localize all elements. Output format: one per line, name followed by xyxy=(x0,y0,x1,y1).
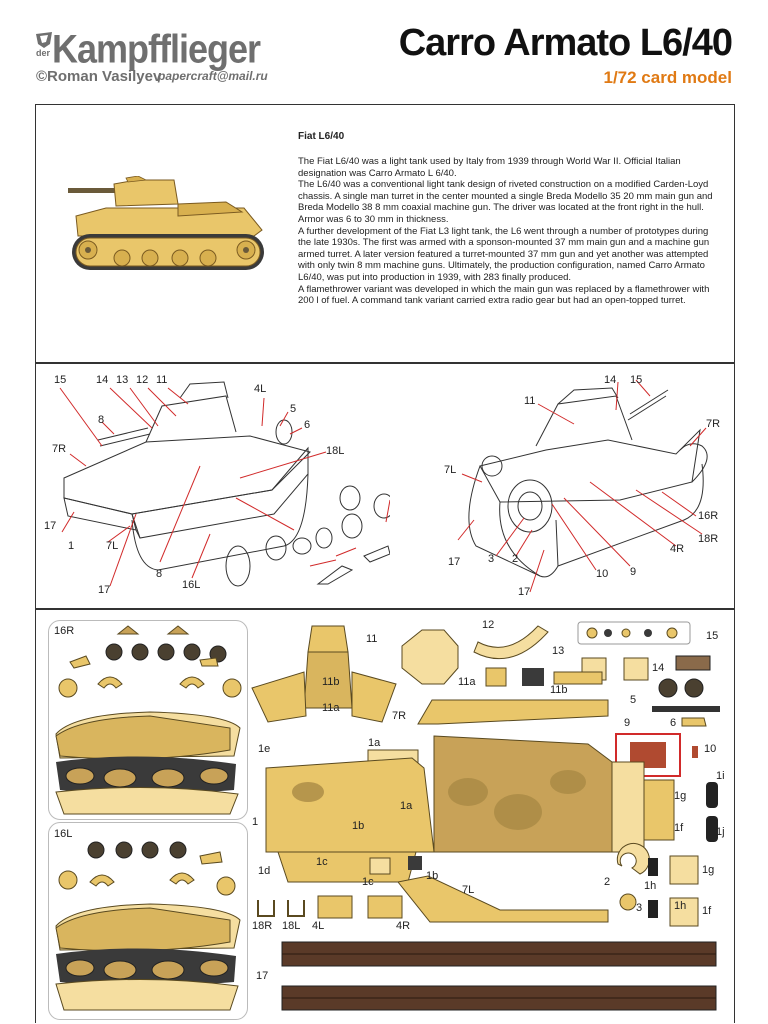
assembly-label: 17 xyxy=(44,520,57,532)
part-label: 11b xyxy=(550,684,568,696)
assembly-label: 12 xyxy=(136,374,149,386)
part-label: 1i xyxy=(716,770,725,782)
description-paragraph: A flamethrower variant was developed in … xyxy=(298,283,710,307)
kampfflieger-logo-emblem xyxy=(36,32,52,48)
hull-turret-parts xyxy=(251,621,720,1011)
part-label: 1c xyxy=(362,876,374,888)
part-label: 1h xyxy=(644,880,657,892)
part-label: 9 xyxy=(624,717,631,729)
assembly-label: 8 xyxy=(156,568,163,580)
page-title: Carro Armato L6/40 xyxy=(398,22,733,64)
part-label: 3 xyxy=(636,902,643,914)
part-label: 7R xyxy=(392,710,407,722)
part-label: 1d xyxy=(258,865,271,877)
part-label: 18R xyxy=(252,920,273,932)
assembly-label: 13 xyxy=(116,374,129,386)
assembly-label: 5 xyxy=(290,403,297,415)
part-label: 4L xyxy=(312,920,325,932)
track-side-parts xyxy=(55,625,242,1011)
assembly-label: 9 xyxy=(630,566,637,578)
description-paragraph: The Fiat L6/40 was a light tank used by … xyxy=(298,156,681,179)
part-label: 12 xyxy=(482,619,495,631)
assembly-label: 6 xyxy=(304,419,311,431)
part-label: 7L xyxy=(462,884,475,896)
panel-label: 16R xyxy=(54,625,75,637)
description-paragraph: A further development of the Fiat L3 lig… xyxy=(298,225,710,283)
part-label: 1a xyxy=(368,737,381,749)
assembly-label: 17 xyxy=(448,556,461,568)
assembly-label: 7R xyxy=(52,443,67,455)
assembly-label: 7R xyxy=(706,418,721,430)
assembly-label: 7L xyxy=(444,464,457,476)
part-label: 1f xyxy=(674,822,684,834)
assembly-frame xyxy=(35,362,735,610)
assembly-label: 1 xyxy=(68,540,75,552)
assembly-label: 3 xyxy=(488,553,495,565)
assembly-label: 10 xyxy=(596,568,609,580)
assembly-label: 16R xyxy=(698,510,719,522)
assembly-label: 11 xyxy=(524,395,536,407)
assembly-label: 4L xyxy=(254,383,267,395)
part-label: 6 xyxy=(670,717,677,729)
assembly-label: 18L xyxy=(326,445,345,457)
part-label: 1b xyxy=(352,820,365,832)
assembly-label: 17 xyxy=(518,586,531,598)
description-frame xyxy=(35,104,735,364)
part-label: 1a xyxy=(400,800,413,812)
part-label: 1g xyxy=(674,790,687,802)
page-subtitle: 1/72 card model xyxy=(603,68,732,87)
assembly-label: 11 xyxy=(156,374,168,386)
part-label: 1g xyxy=(702,864,715,876)
part-label: 15 xyxy=(706,630,719,642)
part-label: 13 xyxy=(552,645,565,657)
part-label: 5 xyxy=(630,694,637,706)
assembly-label: 8 xyxy=(98,414,105,426)
logo-small-text: der xyxy=(36,48,51,58)
part-label: 1c xyxy=(316,856,328,868)
panel-label: 16L xyxy=(54,828,73,840)
description-body: The Fiat L6/40 was a light tank used by … xyxy=(298,156,718,307)
assembly-label: 14 xyxy=(96,374,109,386)
assembly-label: 15 xyxy=(54,374,67,386)
part-label: 11b xyxy=(322,676,340,688)
parts-panel-16l xyxy=(48,822,248,1020)
part-label: 14 xyxy=(652,662,665,674)
assembly-diagram-right xyxy=(457,379,708,593)
parts-frame xyxy=(35,608,735,1023)
description-paragraph: The L6/40 was a conventional light tank … xyxy=(298,179,713,225)
tank-profile-illustration xyxy=(68,176,264,270)
assembly-label: 7L xyxy=(106,540,119,552)
author-email: papercraft@mail.ru xyxy=(158,69,268,83)
part-label: 2 xyxy=(604,876,611,888)
assembly-label: 17 xyxy=(98,584,111,596)
part-label: 1f xyxy=(702,905,712,917)
author-credit: ©Roman Vasilyev xyxy=(36,68,162,85)
assembly-label: 4R xyxy=(670,543,685,555)
description-title: Fiat L6/40 xyxy=(298,131,345,142)
part-label: 1j xyxy=(716,826,725,838)
part-label: 11a xyxy=(458,676,476,688)
assembly-label: 2 xyxy=(512,553,519,565)
assembly-label: 14 xyxy=(604,374,617,386)
part-label: 11a xyxy=(322,702,340,714)
assembly-label: 16L xyxy=(182,579,201,591)
part-label: 1 xyxy=(252,816,259,828)
part-label: 11 xyxy=(366,633,378,645)
part-label: 1e xyxy=(258,743,271,755)
part-label: 10 xyxy=(704,743,717,755)
assembly-label: 15 xyxy=(630,374,643,386)
part-label: 1h xyxy=(674,900,687,912)
part-label: 17 xyxy=(256,970,269,982)
part-label: 1b xyxy=(426,870,439,882)
logo-text: Kampfflieger xyxy=(52,26,261,72)
assembly-label: 18R xyxy=(698,533,719,545)
assembly-diagram-left xyxy=(59,381,390,587)
part-label: 4R xyxy=(396,920,411,932)
parts-panel-16r xyxy=(48,620,248,820)
part-label: 18L xyxy=(282,920,301,932)
